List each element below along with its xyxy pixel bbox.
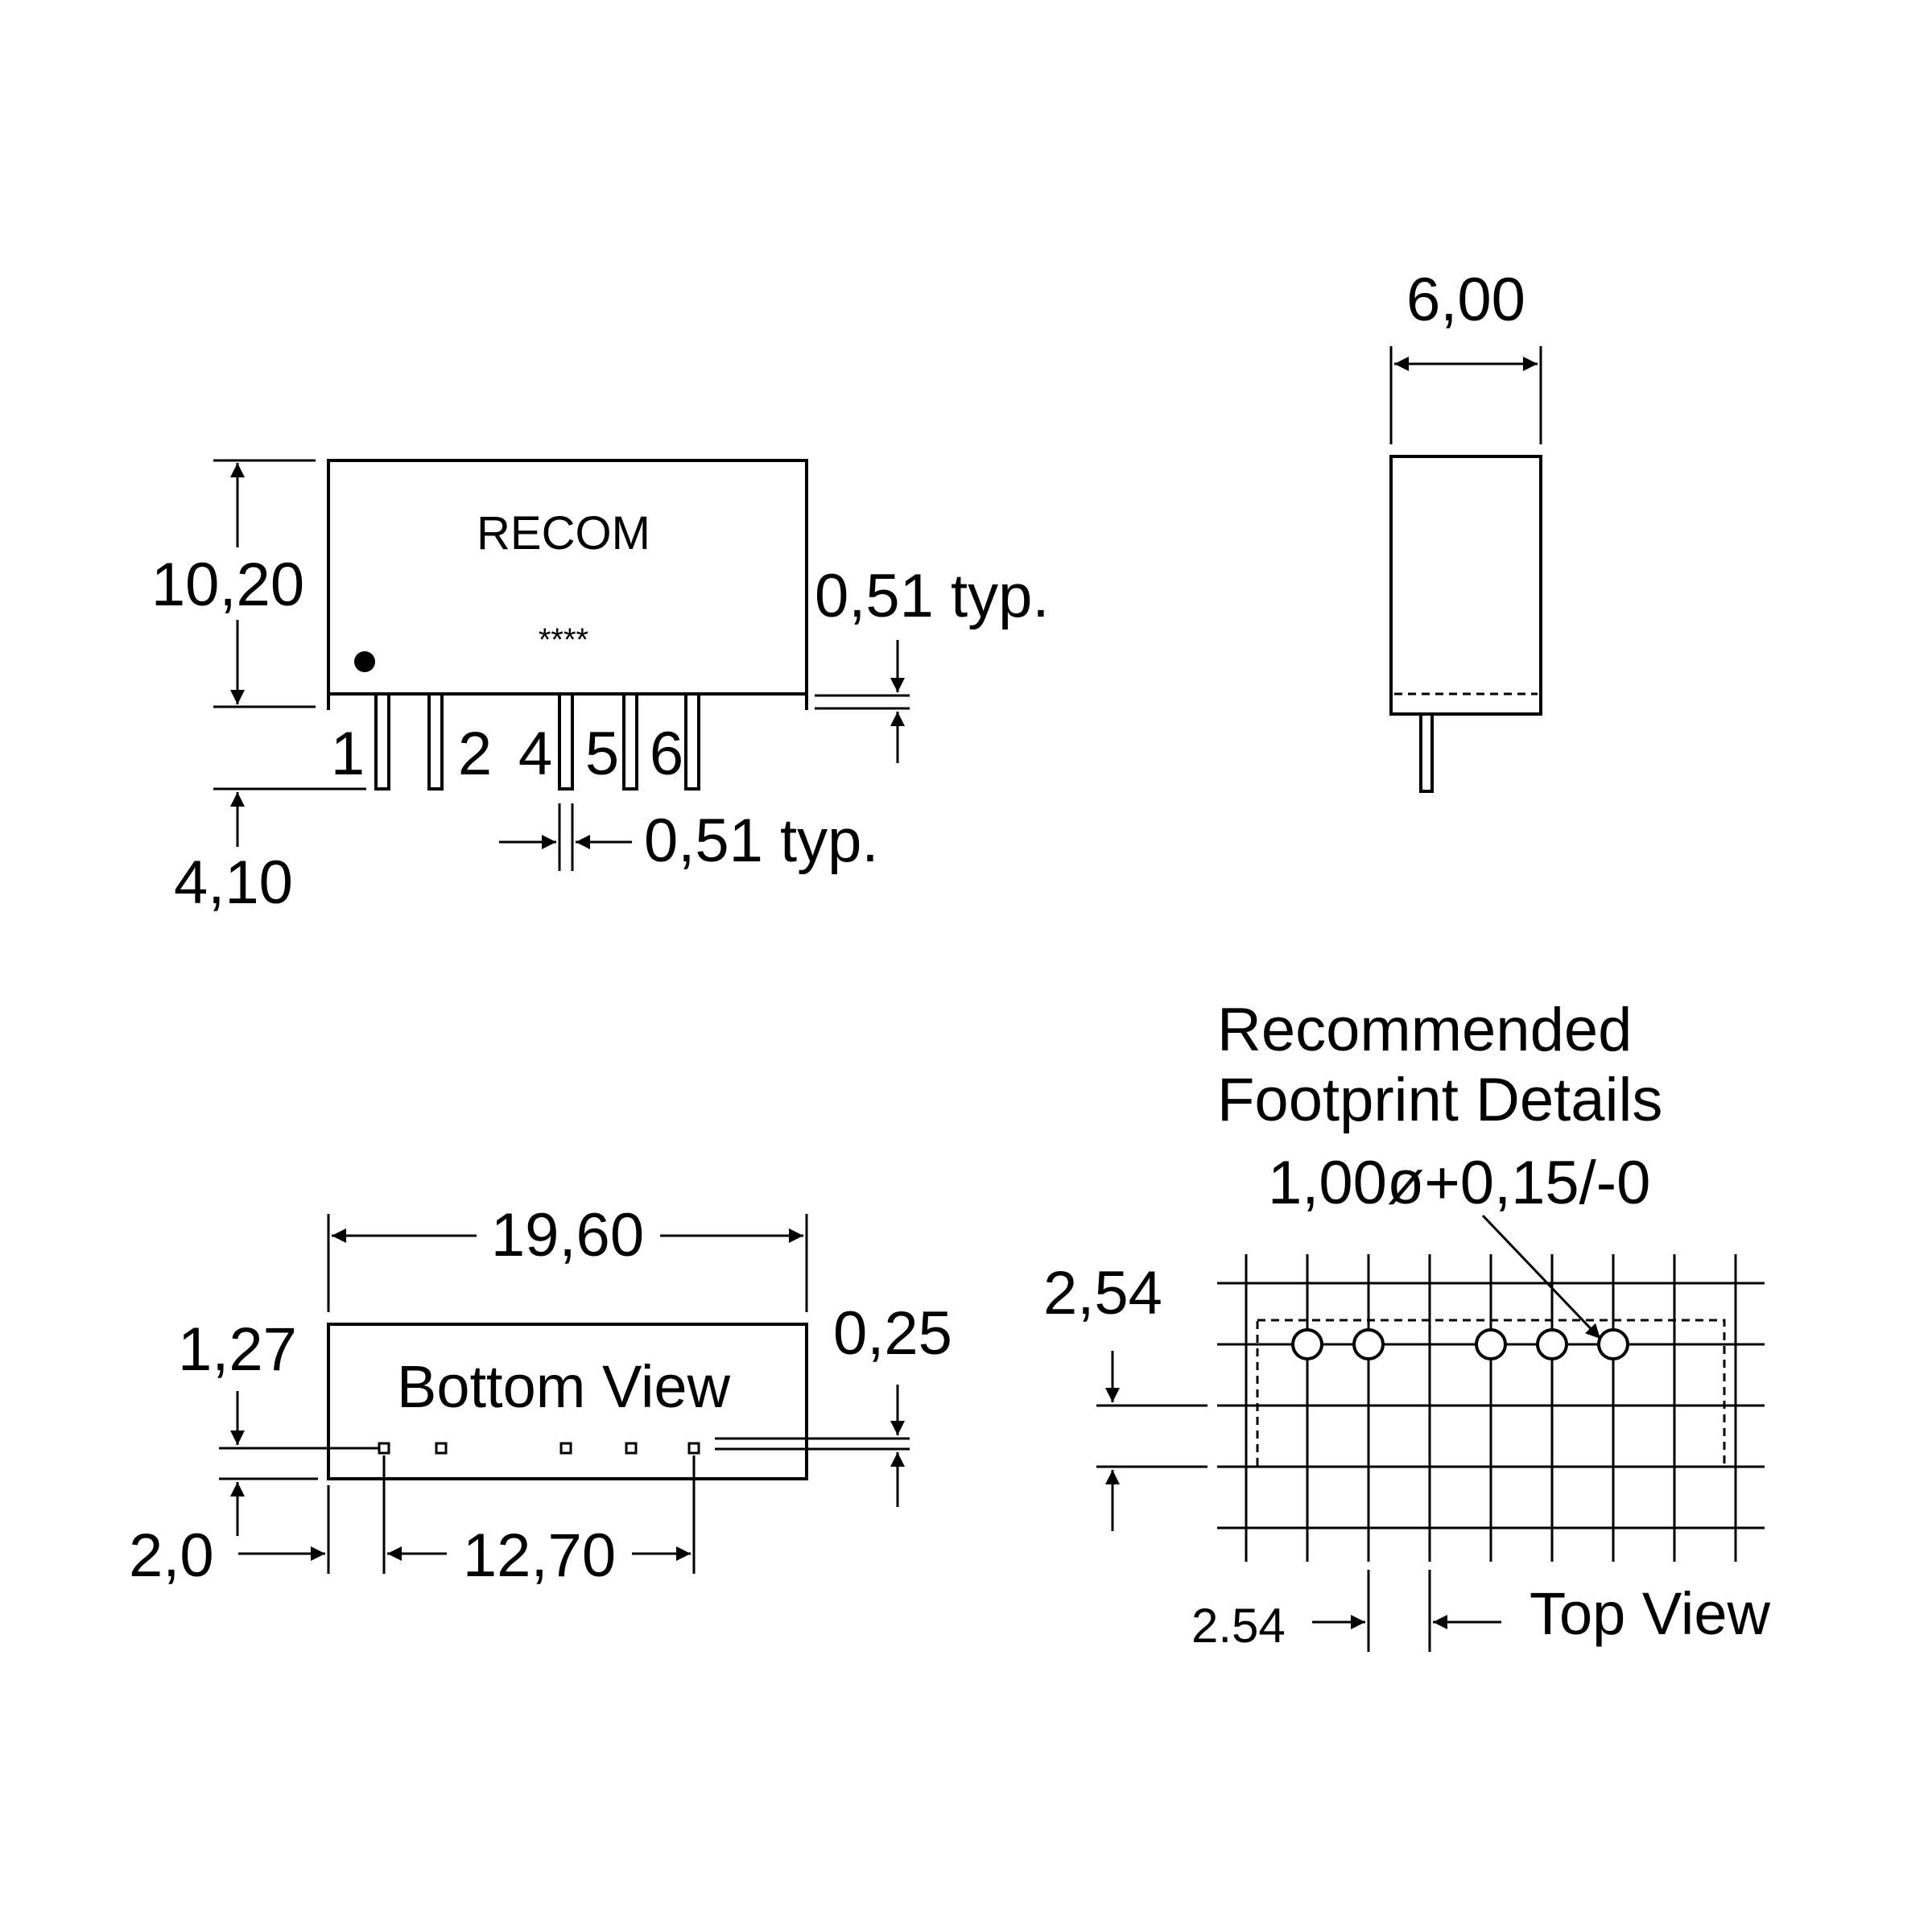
pin-5 bbox=[622, 692, 638, 791]
pin-span-dim-label: 12,70 bbox=[463, 1521, 616, 1590]
pin-label-1: 1 bbox=[331, 720, 365, 788]
side-view: 6,00 bbox=[1389, 266, 1542, 793]
pin-1 bbox=[374, 692, 390, 791]
pin-2 bbox=[427, 692, 444, 791]
footprint-view: Recommended Footprint Details 1,00ø+0,15… bbox=[1043, 996, 1770, 1653]
bottom-body bbox=[327, 1323, 808, 1480]
bottom-view-label: Bottom View bbox=[397, 1353, 731, 1420]
footprint-hole-6 bbox=[1597, 1328, 1629, 1360]
edge-dim-label: 0,25 bbox=[833, 1299, 952, 1368]
pin-label-4: 4 bbox=[518, 720, 552, 788]
edge-offset-dim-label: 2,0 bbox=[129, 1521, 214, 1590]
bottom-pin-4 bbox=[559, 1442, 572, 1455]
pin-label-5: 5 bbox=[585, 720, 619, 788]
pin-label-6: 6 bbox=[650, 720, 683, 788]
pin-width-dim-label: 0,51 typ. bbox=[644, 807, 879, 875]
footprint-hole-5 bbox=[1536, 1328, 1568, 1360]
side-body bbox=[1389, 455, 1542, 716]
bottom-view: Bottom View 19,60 1,27 2,0 12,70 0, bbox=[129, 1201, 952, 1590]
pin-4 bbox=[558, 692, 574, 791]
pin-length-dim-label: 4,10 bbox=[174, 848, 293, 917]
side-pin bbox=[1419, 712, 1434, 793]
pitch-v-dim-label: 2,54 bbox=[1043, 1259, 1162, 1327]
side-width-dim-label: 6,00 bbox=[1406, 266, 1525, 334]
footprint-hole-2 bbox=[1352, 1328, 1385, 1360]
pin-label-2: 2 bbox=[458, 720, 492, 788]
length-dim-label: 19,60 bbox=[491, 1201, 644, 1269]
bottom-pin-1 bbox=[378, 1442, 390, 1455]
pin-thickness-dim-label: 0,51 typ. bbox=[815, 562, 1050, 630]
marking-label: **** bbox=[539, 622, 588, 658]
pitch-h-dim-label: 2.54 bbox=[1191, 1599, 1286, 1653]
bottom-pin-6 bbox=[687, 1442, 700, 1455]
front-view: RECOM **** 1 2 4 5 6 10,20 4,10 0,51 typ… bbox=[151, 459, 1050, 917]
module-body bbox=[327, 459, 808, 696]
brand-label: RECOM bbox=[477, 507, 650, 559]
bottom-pin-2 bbox=[435, 1442, 448, 1455]
pin-offset-dim-label: 1,27 bbox=[178, 1315, 297, 1384]
footprint-hole-4 bbox=[1475, 1328, 1507, 1360]
module-outline bbox=[1256, 1319, 1726, 1468]
height-dim-label: 10,20 bbox=[151, 551, 304, 619]
footprint-grid bbox=[1217, 1254, 1765, 1562]
footprint-title-line2: Footprint Details bbox=[1217, 1066, 1662, 1134]
pin1-indicator-dot bbox=[354, 651, 375, 672]
bottom-pin-5 bbox=[625, 1442, 638, 1455]
footprint-title-line1: Recommended bbox=[1217, 996, 1632, 1064]
hole-dim-label: 1,00ø+0,15/-0 bbox=[1268, 1149, 1650, 1217]
pin-6 bbox=[684, 692, 700, 791]
top-view-label: Top View bbox=[1530, 1580, 1770, 1647]
footprint-hole-1 bbox=[1291, 1328, 1323, 1360]
hole-leader-arrow bbox=[1481, 1214, 1602, 1340]
